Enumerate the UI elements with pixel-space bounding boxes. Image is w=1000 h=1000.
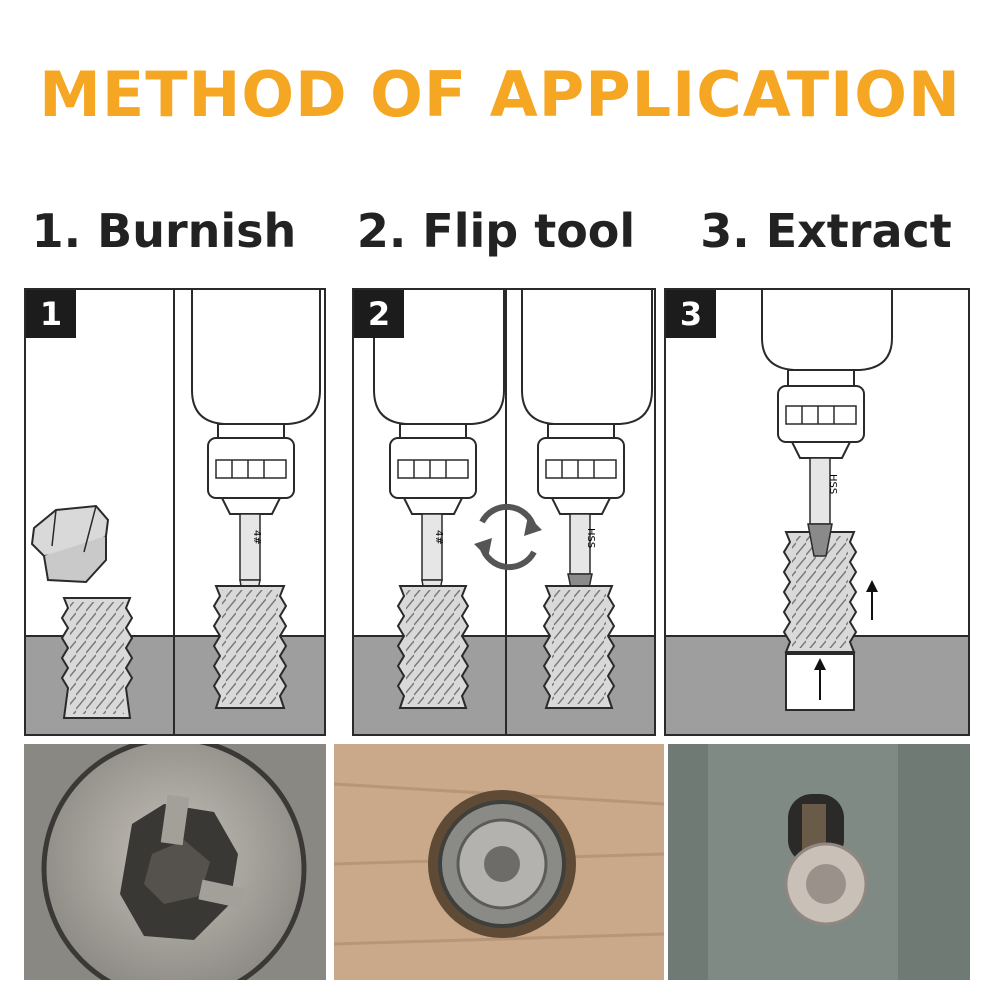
screw-left bbox=[396, 585, 470, 709]
extractor-bit-mark: HSS bbox=[827, 474, 838, 494]
step-1-panel: 4# 1 bbox=[24, 288, 326, 736]
step-3-panel: HSS 3 bbox=[664, 288, 970, 736]
photo-burnished-screw bbox=[24, 744, 326, 980]
photo-extracted-screw bbox=[668, 744, 970, 980]
step-3-badge: 3 bbox=[666, 290, 716, 338]
step-1-badge: 1 bbox=[26, 290, 76, 338]
drill-bit-mark: 4# bbox=[433, 530, 444, 545]
extracted-screw bbox=[782, 523, 858, 653]
drill-bit-mark: 4# bbox=[251, 530, 262, 545]
step-3-label: 3. Extract bbox=[700, 204, 952, 258]
step-2-badge: 2 bbox=[354, 290, 404, 338]
page-title: METHOD OF APPLICATION bbox=[39, 58, 961, 131]
step-2-illustration: 4# HSS bbox=[354, 290, 654, 734]
up-arrow-icon bbox=[814, 658, 826, 700]
step-2-label: 2. Flip tool bbox=[356, 204, 636, 258]
up-arrow-icon bbox=[866, 580, 878, 620]
power-drill bbox=[191, 290, 321, 515]
screw-right bbox=[542, 585, 616, 709]
rotate-arrows-icon bbox=[474, 503, 542, 571]
power-drill: HSS bbox=[761, 290, 893, 525]
photo-drilled-screw bbox=[334, 744, 664, 980]
broken-screw-head bbox=[30, 504, 110, 584]
step-1-label: 1. Burnish bbox=[31, 204, 297, 258]
extractor-bit-mark: HSS bbox=[585, 528, 596, 548]
extractor-tip bbox=[807, 523, 833, 557]
broken-screw bbox=[60, 597, 134, 719]
step-3-illustration: HSS bbox=[666, 290, 968, 734]
power-drill-right: HSS bbox=[521, 290, 653, 603]
step-2-panel: 4# HSS bbox=[352, 288, 656, 736]
step-1-illustration: 4# bbox=[26, 290, 324, 734]
screw-being-drilled bbox=[212, 585, 288, 709]
